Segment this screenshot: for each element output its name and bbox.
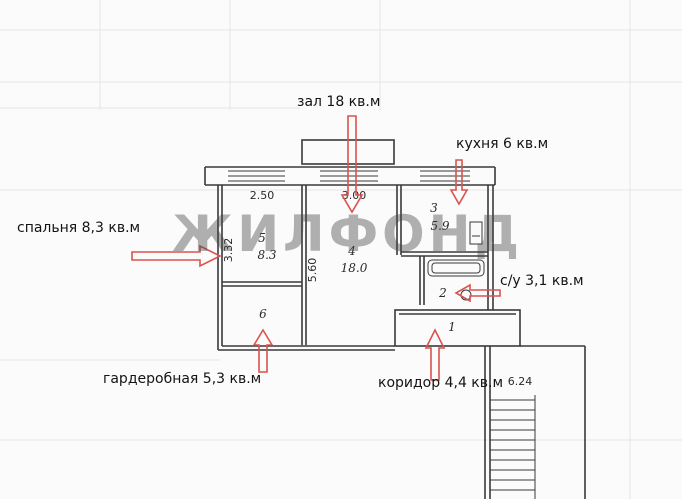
stairs: [490, 395, 536, 499]
room3-number: 3: [430, 201, 438, 215]
dim-bedroom-height: 3.32: [222, 238, 235, 263]
label-bathroom: с/у 3,1 кв.м: [500, 273, 584, 289]
windows: [228, 170, 470, 182]
label-bedroom: спальня 8,3 кв.м: [17, 220, 141, 236]
arrow-bathroom: [454, 283, 501, 303]
arrow-corridor: [424, 328, 446, 381]
dim-stair: 6.24: [508, 375, 533, 388]
room5-number: 5: [258, 231, 266, 245]
bathtub-icon: [427, 259, 485, 277]
arrow-wardrobe: [252, 328, 274, 373]
room4-number: 4: [347, 244, 356, 258]
room3-area: 5.9: [430, 219, 449, 233]
dim-bedroom-width: 2.50: [250, 189, 275, 202]
label-wardrobe: гардеробная 5,3 кв.м: [103, 371, 262, 387]
watermark: ЖИЛФОНД: [172, 205, 524, 263]
room2-number: 2: [438, 286, 447, 300]
dim-hall-height: 5.60: [306, 258, 319, 283]
label-kitchen: кухня 6 кв.м: [456, 136, 549, 152]
room6-number: 6: [259, 307, 267, 321]
room1-number: 1: [448, 320, 456, 334]
label-hall: зал 18 кв.м: [297, 94, 381, 110]
stove-icon: [469, 221, 483, 245]
label-corridor: коридор 4,4 кв.м: [378, 375, 504, 391]
room5-area: 8.3: [257, 248, 276, 262]
arrow-bedroom: [131, 244, 222, 268]
arrows: [131, 115, 501, 381]
arrow-hall: [340, 115, 364, 214]
arrow-kitchen: [449, 159, 469, 206]
room4-area: 18.0: [341, 261, 368, 275]
